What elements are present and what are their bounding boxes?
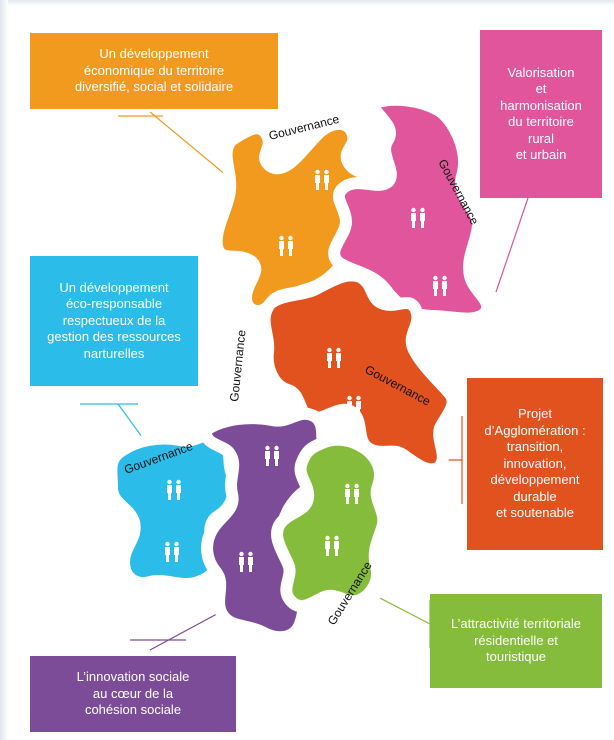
puzzle-pieces — [105, 93, 494, 644]
box-innovation-text: L’innovation sociale au cœur de la cohés… — [76, 669, 190, 718]
frame-top-edge — [0, 0, 614, 6]
box-attractivite-text: L’attractivité territoriale résidentiell… — [450, 616, 582, 665]
box-valorisation-text: Valorisation et harmonisation du territo… — [500, 64, 582, 163]
box-projet-agglomeration: Projet d’Agglomération : transition, inn… — [467, 378, 603, 550]
box-economic-development: Un développement économique du territoir… — [30, 33, 278, 109]
box-eco-text: Un développement éco-responsable respect… — [47, 279, 181, 361]
box-eco-responsible: Un développement éco-responsable respect… — [30, 256, 198, 386]
box-attractivite: L’attractivité territoriale résidentiell… — [430, 594, 602, 688]
box-valorisation: Valorisation et harmonisation du territo… — [480, 30, 602, 198]
box-economic-text: Un développement économique du territoir… — [74, 46, 234, 95]
governance-label-left: Gouvernance — [227, 329, 248, 402]
frame-left-edge — [0, 0, 8, 740]
piece-green — [271, 433, 390, 613]
box-projet-text: Projet d’Agglomération : transition, inn… — [484, 406, 586, 521]
piece-red — [258, 269, 459, 476]
box-innovation-sociale: L’innovation sociale au cœur de la cohés… — [30, 656, 236, 732]
